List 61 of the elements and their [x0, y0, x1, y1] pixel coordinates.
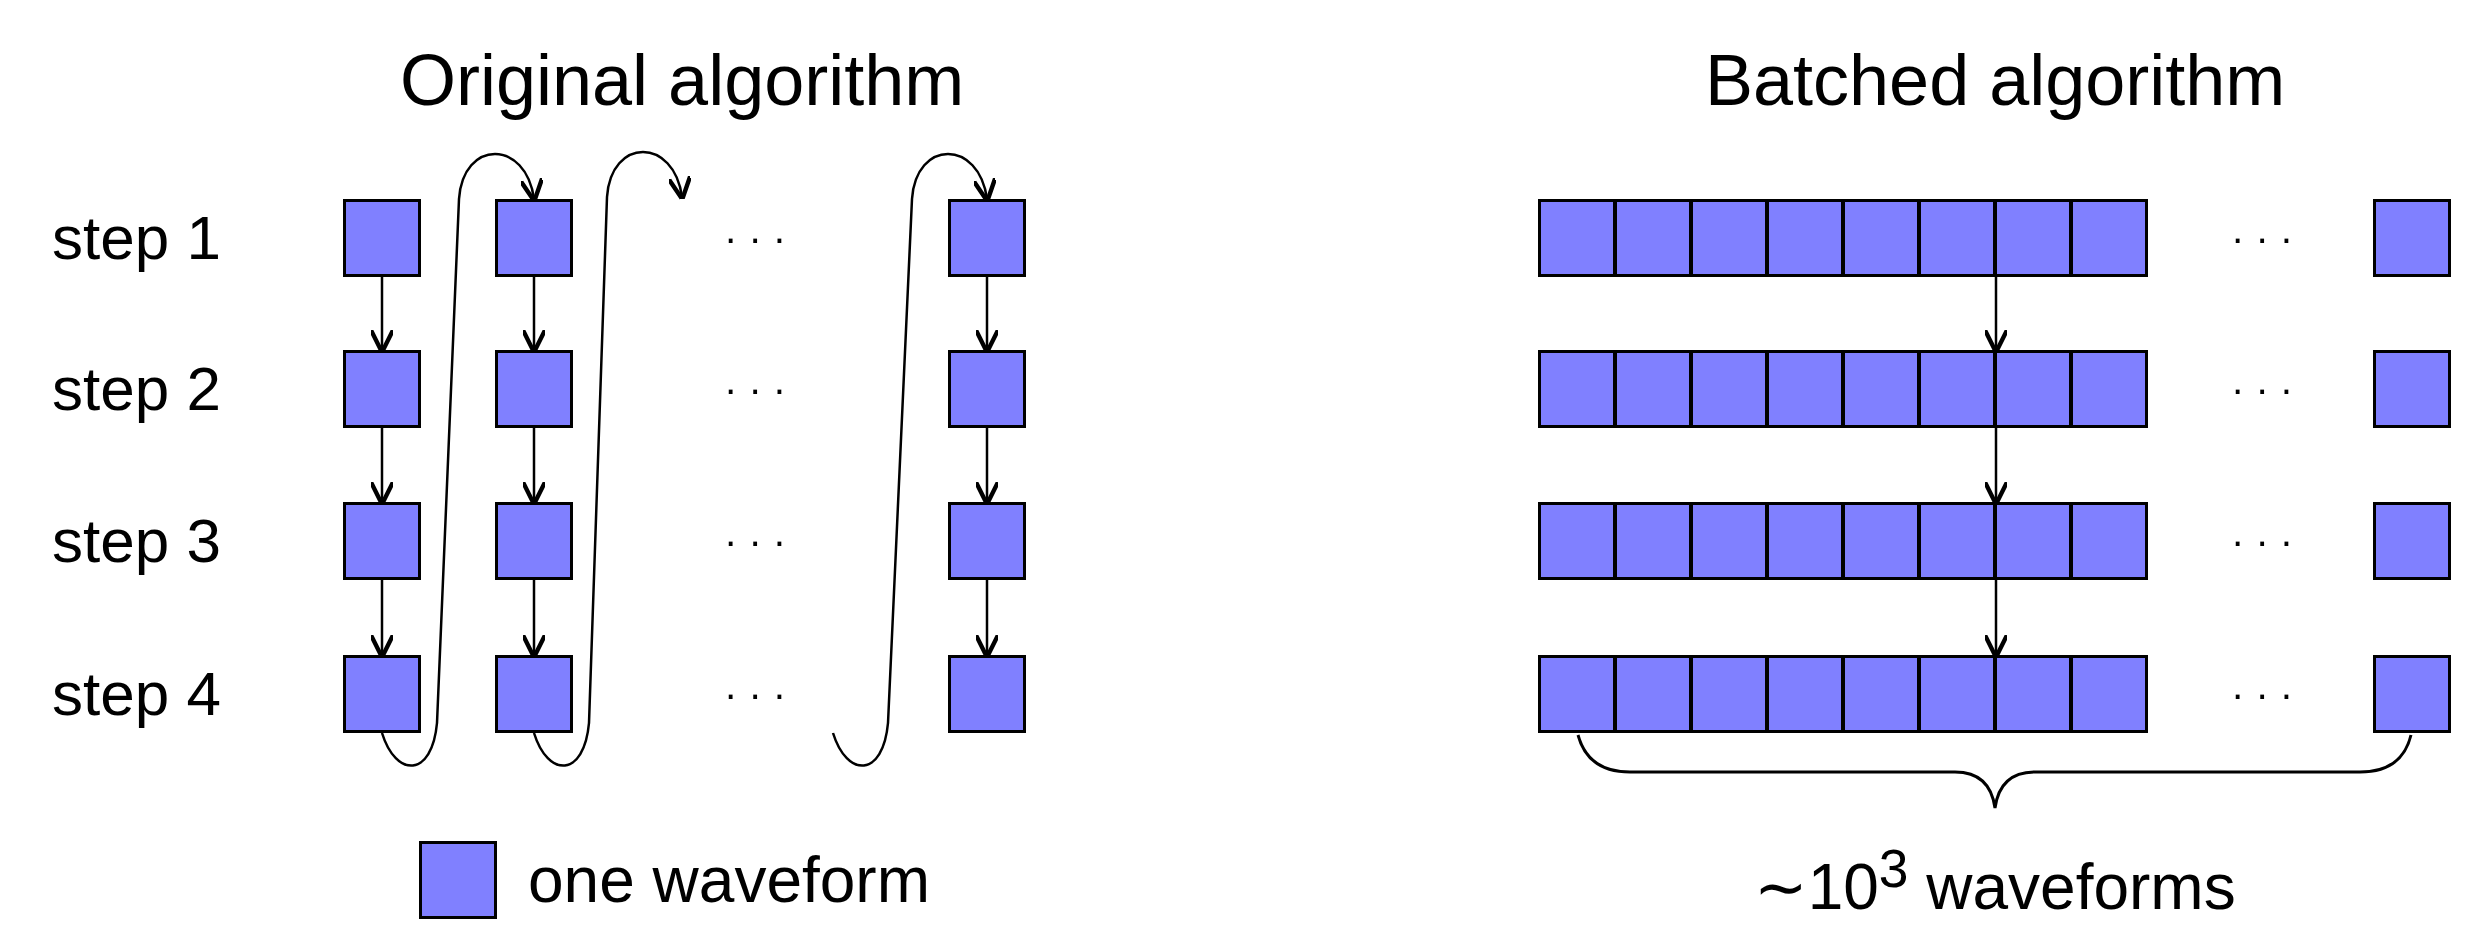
waveform-square: [343, 502, 421, 580]
waveform-square: [948, 350, 1026, 428]
waveform-square: [1538, 655, 1616, 733]
waveform-square: [1994, 502, 2072, 580]
ellipsis: · · ·: [2231, 674, 2294, 714]
waveform-square: [1994, 655, 2072, 733]
waveform-square: [1918, 350, 1996, 428]
waveform-square: [948, 655, 1026, 733]
waveform-square: [1614, 199, 1692, 277]
waveform-square: [1538, 350, 1616, 428]
waveform-square: [1614, 350, 1692, 428]
ellipsis: · · ·: [724, 521, 787, 561]
waveform-square: [1766, 655, 1844, 733]
waveform-square: [343, 655, 421, 733]
waveform-square: [1918, 199, 1996, 277]
waveform-square: [1994, 350, 2072, 428]
arrow: [380, 152, 543, 767]
waveform-square: [1842, 199, 1920, 277]
waveform-square: [1842, 655, 1920, 733]
ellipsis: · · ·: [724, 218, 787, 258]
waveform-square: [1614, 655, 1692, 733]
waveform-square: [1918, 655, 1996, 733]
ellipsis: · · ·: [2231, 369, 2294, 409]
waveform-square: [1766, 199, 1844, 277]
waveform-square: [2070, 350, 2148, 428]
waveform-square: [1842, 502, 1920, 580]
waveform-square: [2070, 655, 2148, 733]
waveform-square: [495, 199, 573, 277]
ellipsis: · · ·: [2231, 218, 2294, 258]
waveform-square: [2373, 350, 2451, 428]
waveform-square: [1842, 350, 1920, 428]
ellipsis: · · ·: [2231, 521, 2294, 561]
waveform-square: [1690, 655, 1768, 733]
waveform-square: [2373, 199, 2451, 277]
waveform-square: [1994, 199, 2072, 277]
ellipsis: · · ·: [724, 369, 787, 409]
waveform-square: [2070, 199, 2148, 277]
waveform-square: [1538, 502, 1616, 580]
waveform-square: [495, 502, 573, 580]
waveform-square: [495, 655, 573, 733]
arrow: [831, 152, 996, 767]
waveform-square: [1690, 199, 1768, 277]
caption-text: ∼10$^{3}$ waveforms: [1754, 841, 2236, 919]
waveform-square: [948, 502, 1026, 580]
waveform-square: [1690, 350, 1768, 428]
waveform-square: [1918, 502, 1996, 580]
arrow: [532, 150, 691, 767]
waveform-square: [343, 350, 421, 428]
waveform-square: [1766, 502, 1844, 580]
waveform-square: [343, 199, 421, 277]
waveform-square: [2070, 502, 2148, 580]
legend-text: one waveform: [528, 848, 930, 912]
ellipsis: · · ·: [724, 674, 787, 714]
waveform-square: [1538, 199, 1616, 277]
waveform-square: [948, 199, 1026, 277]
waveform-square: [495, 350, 573, 428]
waveform-square: [1766, 350, 1844, 428]
waveform-square: [1690, 502, 1768, 580]
waveform-square: [2373, 655, 2451, 733]
waveform-square: [2373, 502, 2451, 580]
waveform-square: [1614, 502, 1692, 580]
